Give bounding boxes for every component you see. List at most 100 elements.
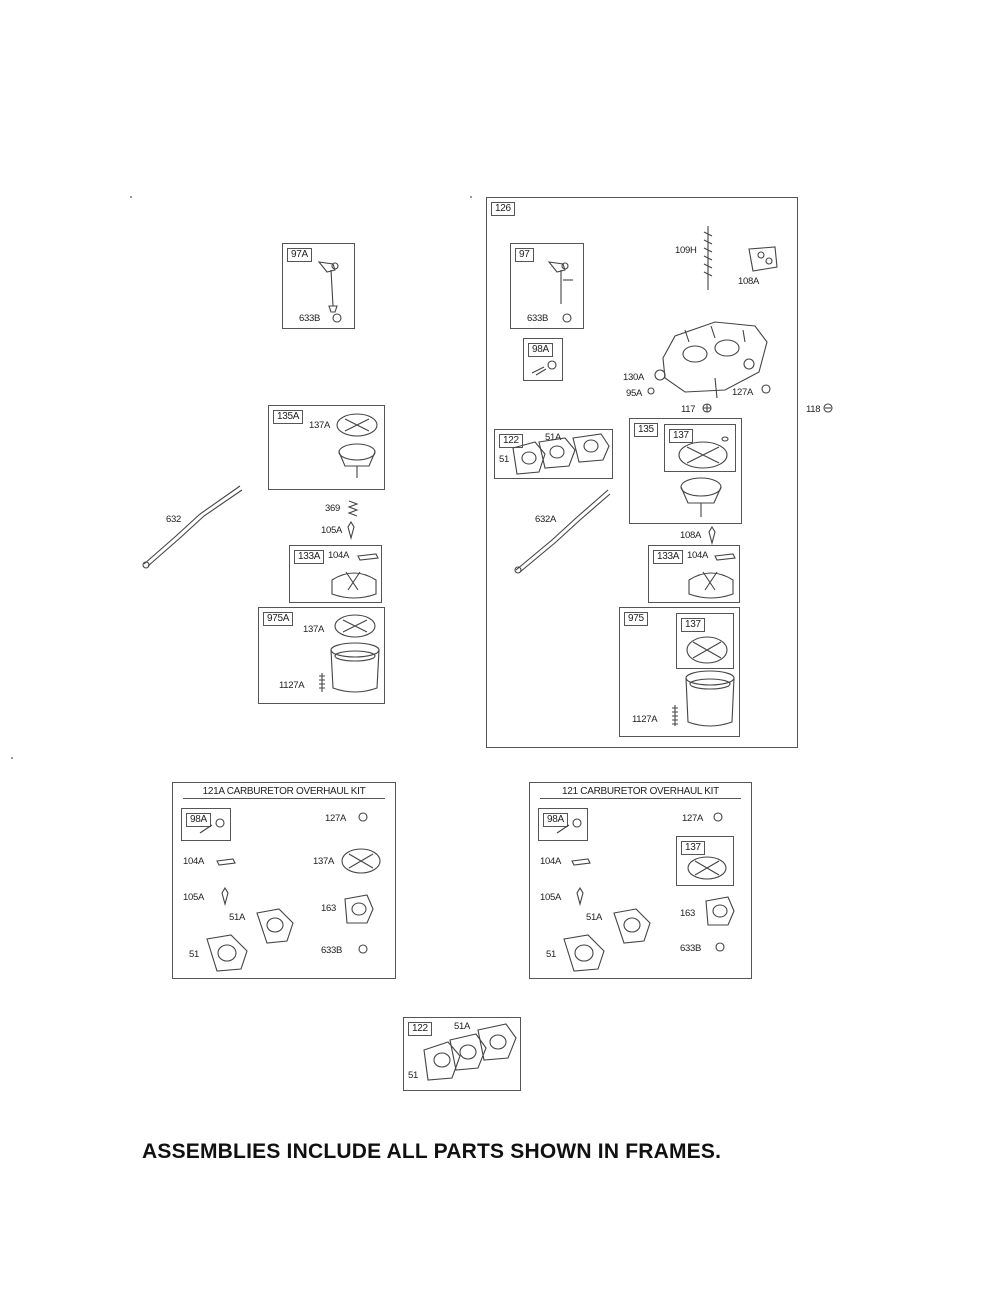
gasket-icon bbox=[357, 553, 379, 561]
gasket-icon bbox=[613, 908, 651, 944]
screw-icon bbox=[562, 313, 572, 323]
kit-121: 121 CARBURETOR OVERHAUL KIT 98A 127A 137… bbox=[529, 782, 752, 979]
frame-135a: 135A 137A bbox=[268, 405, 385, 490]
part-label: 105A bbox=[321, 525, 342, 536]
part-label: 104A bbox=[183, 856, 204, 867]
needle-valve-icon bbox=[708, 525, 716, 546]
title-rule bbox=[540, 798, 741, 799]
frame-98a: 98A bbox=[181, 808, 231, 841]
part-label: 127A bbox=[682, 813, 703, 824]
part-label: 51 bbox=[189, 949, 199, 960]
screw-icon bbox=[715, 942, 725, 952]
screw-icon bbox=[823, 403, 833, 413]
part-label: 633B bbox=[527, 313, 548, 324]
gasket-icon bbox=[216, 858, 236, 866]
needle-valve-icon bbox=[703, 226, 713, 290]
frame-tag: 98A bbox=[186, 813, 211, 827]
frame-137: 137 bbox=[664, 424, 736, 472]
frame-tag: 98A bbox=[528, 343, 553, 357]
scan-speck bbox=[11, 757, 13, 759]
gasket-icon bbox=[748, 246, 778, 272]
part-label: 127A bbox=[732, 387, 753, 398]
screw-icon bbox=[319, 673, 325, 692]
part-label: 632 bbox=[166, 514, 181, 525]
part-label: 108A bbox=[680, 530, 701, 541]
diaphragm-icon bbox=[336, 413, 378, 437]
diaphragm-icon bbox=[687, 856, 727, 880]
carburetor-body-icon bbox=[662, 321, 768, 399]
screw-icon bbox=[702, 403, 712, 413]
frame-97a: 97A 633B bbox=[282, 243, 355, 329]
frame-tag: 97 bbox=[515, 248, 534, 262]
part-label: 633B bbox=[299, 313, 320, 324]
part-label: 117 bbox=[681, 404, 696, 415]
frame-tag: 137 bbox=[681, 618, 705, 632]
gasket-icon bbox=[563, 934, 605, 972]
gasket-icon bbox=[654, 369, 666, 381]
part-label: 1127A bbox=[279, 680, 305, 691]
part-label: 51A bbox=[545, 432, 562, 443]
frame-97: 97 633B bbox=[510, 243, 584, 329]
frame-122: 122 51A 51 bbox=[494, 429, 613, 479]
screw-icon bbox=[556, 818, 582, 834]
part-label: 118 bbox=[806, 404, 821, 415]
diaphragm-icon bbox=[341, 848, 381, 874]
choke-lever-icon bbox=[547, 261, 573, 304]
part-label: 104A bbox=[540, 856, 561, 867]
part-label: 632A bbox=[535, 514, 556, 525]
gasket-icon bbox=[256, 908, 294, 944]
part-label: 1127A bbox=[632, 714, 658, 725]
part-label: 51A bbox=[586, 912, 603, 923]
frame-tag: 126 bbox=[491, 202, 515, 216]
screw-icon bbox=[672, 705, 678, 726]
frame-137: 137 bbox=[676, 613, 734, 669]
frame-tag: 137 bbox=[681, 841, 705, 855]
gasket-icon bbox=[344, 894, 374, 924]
kit-title: 121 CARBURETOR OVERHAUL KIT bbox=[562, 786, 719, 797]
float-bowl-icon bbox=[685, 670, 735, 727]
needle-valve-icon bbox=[221, 886, 229, 907]
fuel-pipe-icon bbox=[514, 489, 611, 574]
diaphragm-icon bbox=[678, 436, 729, 469]
frame-137: 137 bbox=[676, 836, 734, 886]
gasket-icon bbox=[358, 812, 368, 822]
part-label: 633B bbox=[321, 945, 342, 956]
frame-133a: 133A 104A bbox=[289, 545, 382, 603]
part-label: 51 bbox=[499, 454, 509, 465]
frame-tag: 135 bbox=[634, 423, 658, 437]
part-label: 51A bbox=[454, 1021, 471, 1032]
needle-valve-icon bbox=[576, 886, 584, 907]
part-label: 105A bbox=[540, 892, 561, 903]
screw-icon bbox=[358, 944, 368, 954]
frame-tag: 122 bbox=[499, 434, 523, 448]
gasket-icon bbox=[761, 384, 771, 394]
frame-98a: 98A bbox=[523, 338, 563, 381]
part-label: 137A bbox=[309, 420, 330, 431]
spring-icon bbox=[347, 500, 359, 517]
gasket-icon bbox=[714, 553, 736, 561]
frame-tag: 137 bbox=[669, 429, 693, 443]
gasket-icon bbox=[512, 433, 610, 475]
part-label: 163 bbox=[680, 908, 695, 919]
part-label: 163 bbox=[321, 903, 336, 914]
title-rule bbox=[183, 798, 385, 799]
choke-lever-icon bbox=[317, 261, 339, 313]
float-icon bbox=[688, 571, 734, 599]
frame-122: 122 51A 51 bbox=[403, 1017, 521, 1091]
part-label: 137A bbox=[313, 856, 334, 867]
part-label: 633B bbox=[680, 943, 701, 954]
part-label: 369 bbox=[325, 503, 340, 514]
frame-98a: 98A bbox=[538, 808, 588, 841]
fuel-pipe-icon bbox=[142, 485, 243, 569]
frame-975a: 975A 137A 1127A bbox=[258, 607, 385, 704]
screw-icon bbox=[531, 360, 557, 376]
float-icon bbox=[680, 477, 722, 517]
frame-tag: 97A bbox=[287, 248, 312, 262]
part-label: 104A bbox=[328, 550, 349, 561]
frame-tag: 133A bbox=[294, 550, 325, 564]
gasket-icon bbox=[423, 1023, 517, 1081]
float-icon bbox=[331, 571, 377, 599]
frame-tag: 98A bbox=[543, 813, 568, 827]
assemblies-note: ASSEMBLIES INCLUDE ALL PARTS SHOWN IN FR… bbox=[142, 1140, 722, 1163]
part-label: 104A bbox=[687, 550, 708, 561]
